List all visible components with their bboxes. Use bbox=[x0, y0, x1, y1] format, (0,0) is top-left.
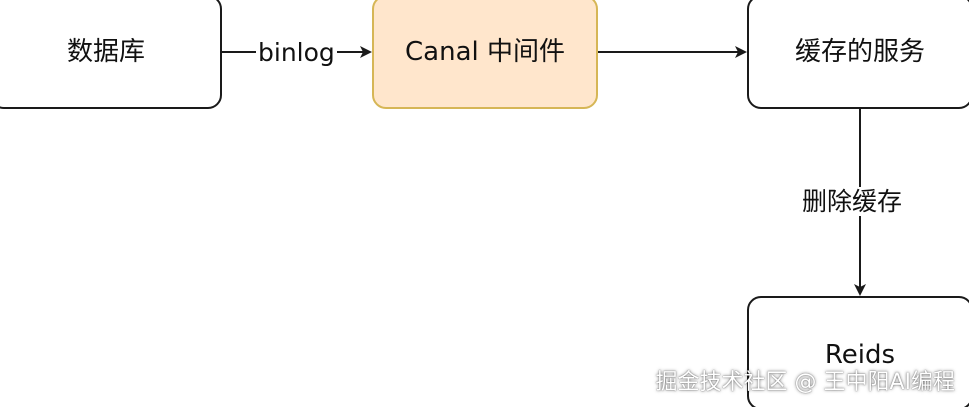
node-canal-middleware: Canal 中间件 bbox=[372, 0, 598, 109]
node-cache-service: 缓存的服务 bbox=[747, 0, 969, 109]
node-database: 数据库 bbox=[0, 0, 222, 109]
node-canal-label: Canal 中间件 bbox=[405, 37, 565, 67]
node-redis-label: Reids bbox=[824, 340, 896, 370]
watermark-text: 掘金技术社区 @ 王中阳AI编程 bbox=[655, 370, 955, 395]
node-database-label: 数据库 bbox=[66, 37, 145, 67]
edge-label-binlog: binlog bbox=[256, 38, 337, 67]
edge-label-delete-cache: 删除缓存 bbox=[800, 187, 905, 216]
node-cache-service-label: 缓存的服务 bbox=[794, 37, 925, 67]
node-redis: Reids bbox=[747, 296, 969, 407]
